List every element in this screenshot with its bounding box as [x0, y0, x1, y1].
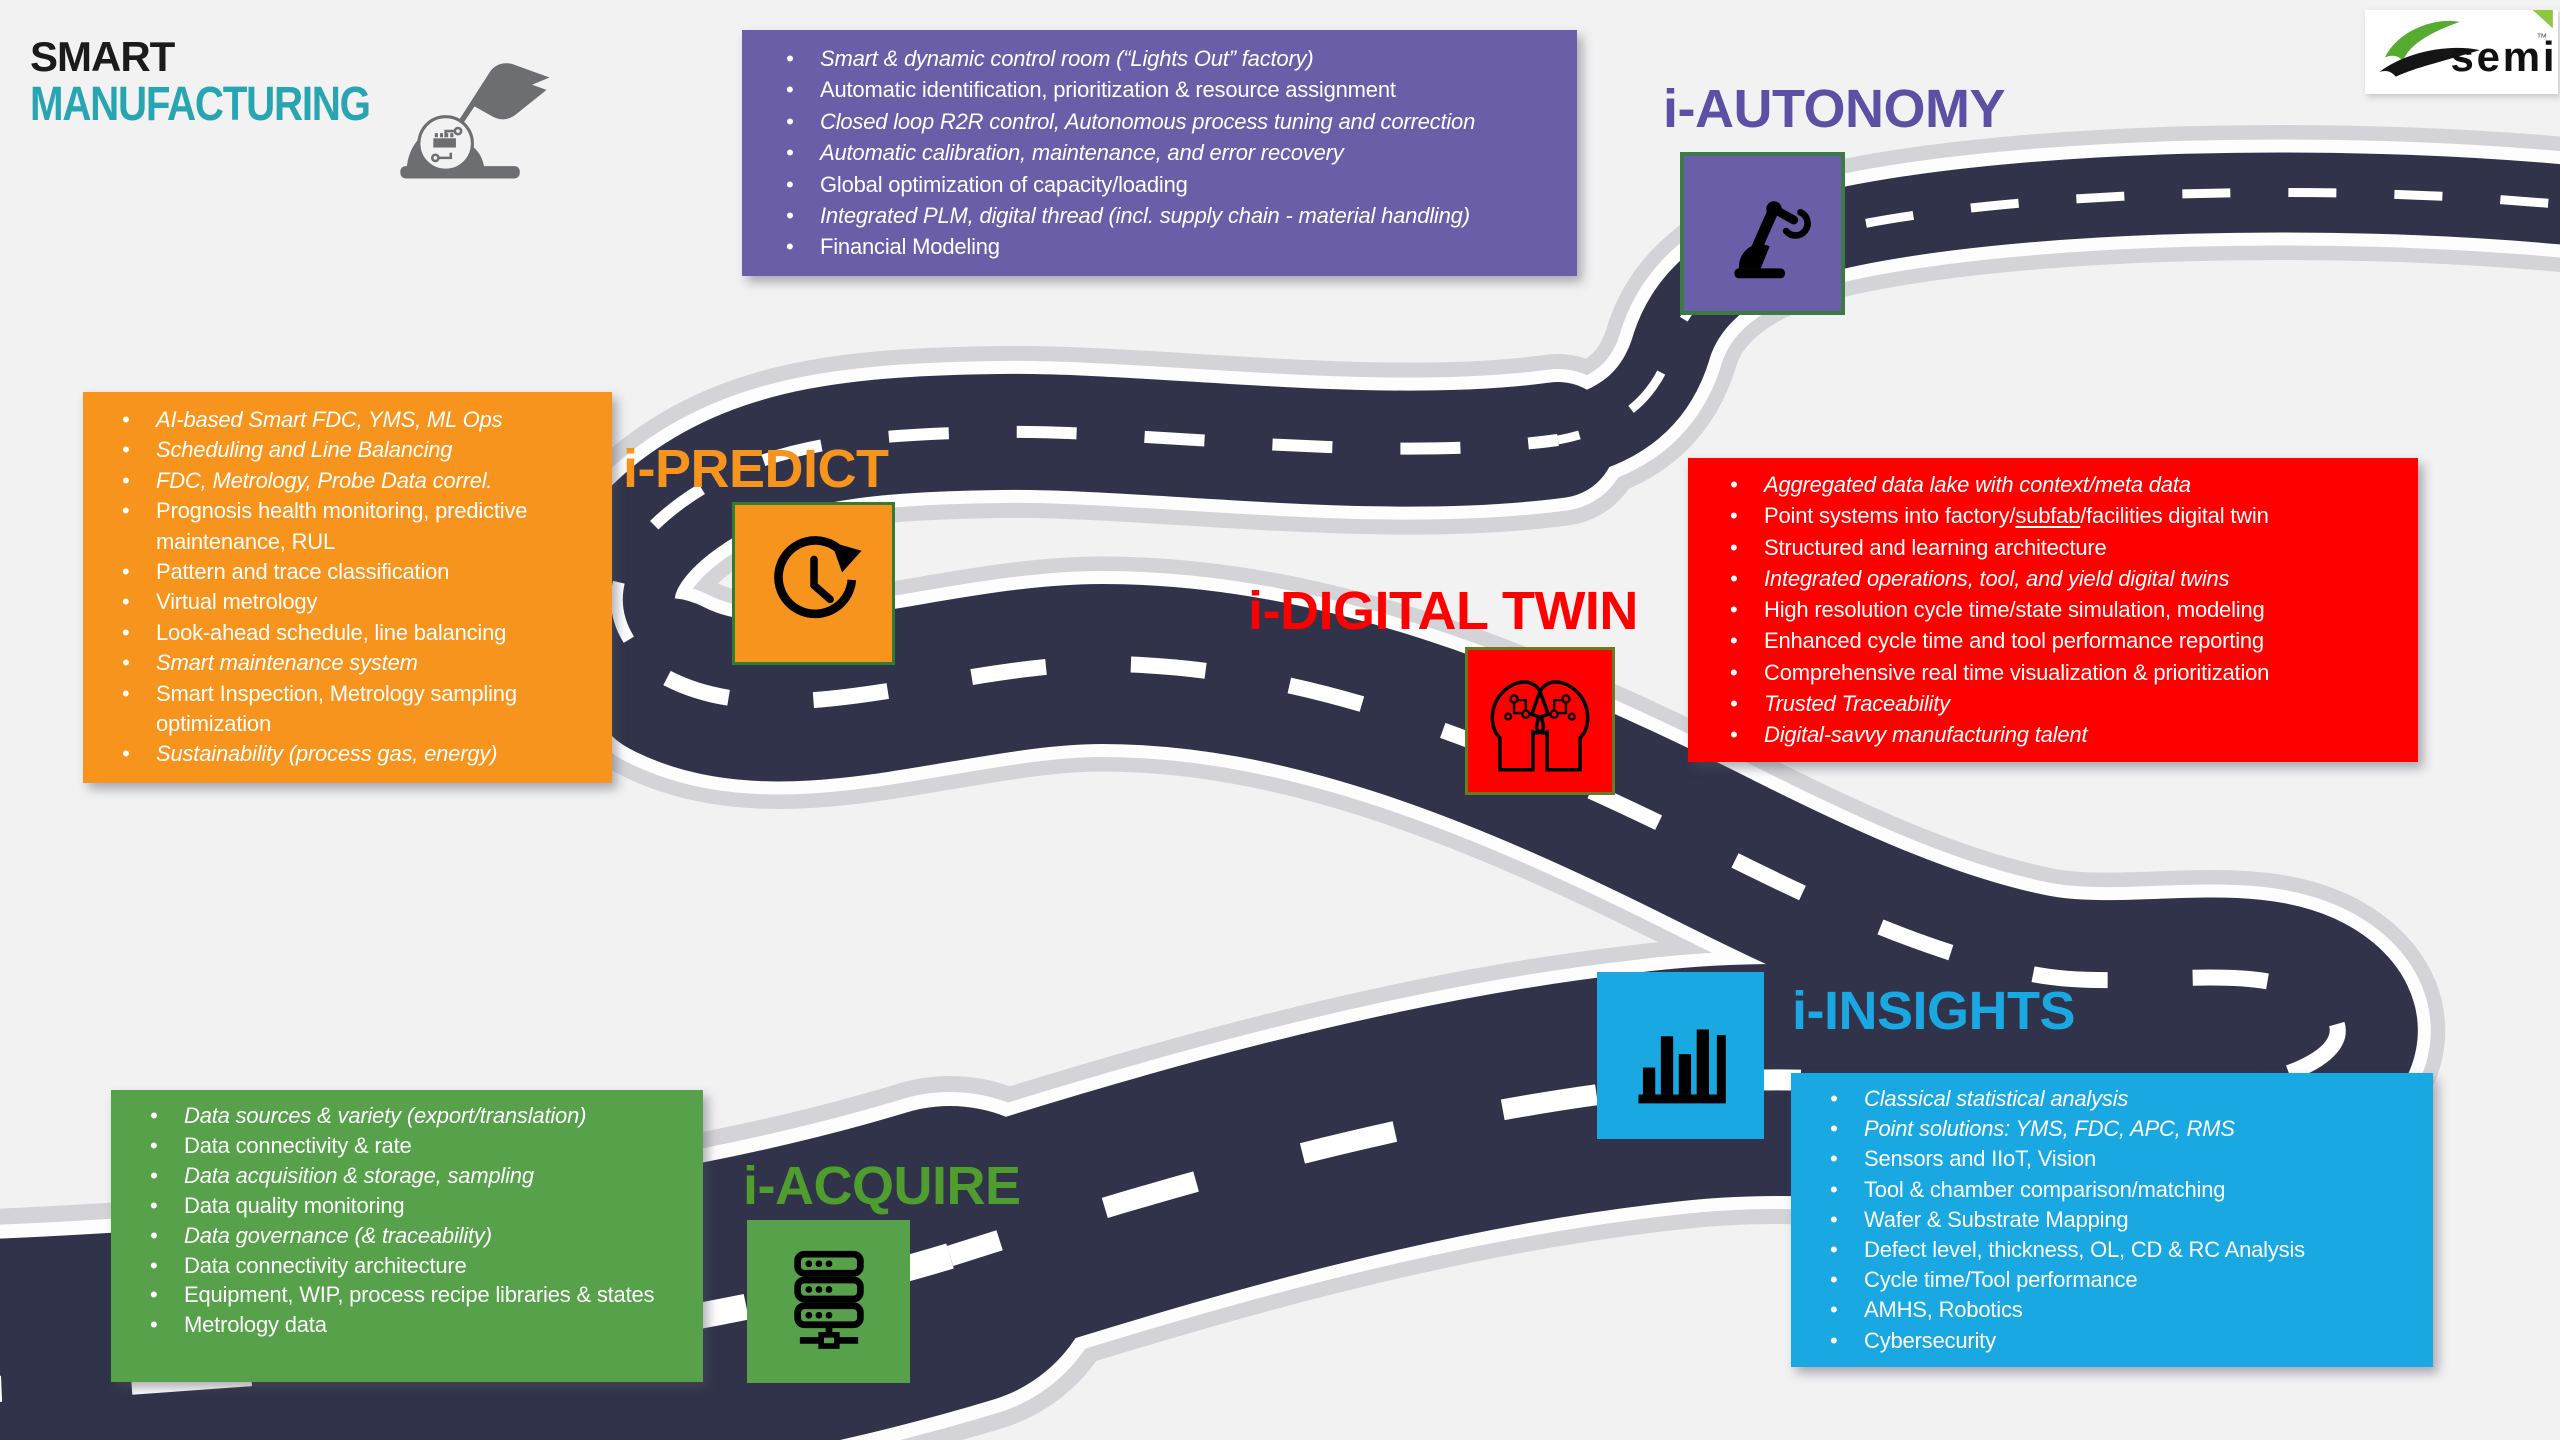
bullet-item: Closed loop R2R control, Autonomous proc…: [762, 106, 1557, 138]
bullet-item: Enhanced cycle time and tool performance…: [1706, 625, 2400, 657]
bullet-item: Sensors and IIoT, Vision: [1806, 1144, 2418, 1174]
bullet-item: Look-ahead schedule, line balancing: [98, 618, 597, 649]
bullet-item: Data sources & variety (export/translati…: [126, 1101, 688, 1131]
predict-panel: AI-based Smart FDC, YMS, ML Ops Scheduli…: [83, 392, 612, 783]
robot-arm-icon: [1708, 176, 1818, 291]
bullet-item: Point systems into factory/subfab/facili…: [1706, 500, 2400, 532]
bullet-item: Global optimization of capacity/loading: [762, 169, 1557, 201]
stage-label-acquire: i-ACQUIRE: [743, 1156, 1021, 1216]
bullet-item: Automatic identification, prioritization…: [762, 74, 1557, 106]
bullet-item: Structured and learning architecture: [1706, 532, 2400, 564]
bullet-item: Digital-savvy manufacturing talent: [1706, 719, 2400, 751]
stage-label-predict: i-PREDICT: [623, 439, 889, 499]
bullet-item: Integrated PLM, digital thread (incl. su…: [762, 200, 1557, 232]
acquire-panel: Data sources & variety (export/translati…: [111, 1090, 703, 1382]
bullet-item: Smart Inspection, Metrology sampling opt…: [98, 679, 597, 740]
bullet-item: Point solutions: YMS, FDC, APC, RMS: [1806, 1114, 2418, 1144]
insights-panel: Classical statistical analysis Point sol…: [1791, 1073, 2433, 1367]
stage-label-digital-twin: i-DIGITAL TWIN: [1248, 581, 1638, 641]
bullet-item: Classical statistical analysis: [1806, 1084, 2418, 1114]
bullet-item: Comprehensive real time visualization & …: [1706, 657, 2400, 689]
bullet-item: Data connectivity architecture: [126, 1251, 688, 1281]
autonomy-icon-tile: [1680, 152, 1845, 315]
smart-manufacturing-logo: SMART MANUFACTURING: [30, 34, 434, 130]
svg-text:™: ™: [2536, 32, 2547, 44]
bullet-item: Automatic calibration, maintenance, and …: [762, 137, 1557, 169]
autonomy-bullet-list: Smart & dynamic control room (“Lights Ou…: [742, 30, 1577, 276]
semi-logo: semi ™: [2365, 10, 2558, 94]
bullet-item: Metrology data: [126, 1310, 688, 1340]
bullet-item: Data acquisition & storage, sampling: [126, 1161, 688, 1191]
svg-text:semi: semi: [2451, 33, 2558, 80]
bullet-item: Prognosis health monitoring, predictive …: [98, 496, 597, 557]
bullet-item: Smart maintenance system: [98, 648, 597, 679]
acquire-bullet-list: Data sources & variety (export/translati…: [111, 1090, 703, 1351]
semi-corner-triangle: [2532, 10, 2553, 29]
bullet-item: Data quality monitoring: [126, 1191, 688, 1221]
server-stack-icon: [773, 1243, 885, 1360]
digital-twin-bullet-list: Aggregated data lake with context/meta d…: [1688, 458, 2418, 762]
bar-chart-icon: [1625, 997, 1737, 1114]
bullet-item: Sustainability (process gas, energy): [98, 739, 597, 770]
bullet-item: Aggregated data lake with context/meta d…: [1706, 469, 2400, 501]
underlined-word: subfab: [2015, 503, 2081, 529]
bullet-item: FDC, Metrology, Probe Data correl.: [98, 466, 597, 497]
bullet-item: High resolution cycle time/state simulat…: [1706, 594, 2400, 626]
bullet-item: Wafer & Substrate Mapping: [1806, 1205, 2418, 1235]
logo-line-smart: SMART: [30, 33, 175, 80]
bullet-item: Tool & chamber comparison/matching: [1806, 1175, 2418, 1205]
clock-rotate-icon: [760, 527, 868, 640]
autonomy-panel: Smart & dynamic control room (“Lights Ou…: [742, 30, 1577, 276]
digital-twin-panel: Aggregated data lake with context/meta d…: [1688, 458, 2418, 762]
bullet-item: Trusted Traceability: [1706, 688, 2400, 720]
bullet-item: Defect level, thickness, OL, CD & RC Ana…: [1806, 1235, 2418, 1265]
predict-bullet-list: AI-based Smart FDC, YMS, ML Ops Scheduli…: [83, 392, 612, 783]
bullet-item: AI-based Smart FDC, YMS, ML Ops: [98, 405, 597, 436]
bullet-item: AMHS, Robotics: [1806, 1295, 2418, 1325]
insights-bullet-list: Classical statistical analysis Point sol…: [1791, 1073, 2433, 1367]
stage-label-insights: i-INSIGHTS: [1792, 981, 2076, 1041]
bullet-item: Equipment, WIP, process recipe libraries…: [126, 1280, 688, 1310]
bullet-item: Smart & dynamic control room (“Lights Ou…: [762, 43, 1557, 75]
bullet-item: Integrated operations, tool, and yield d…: [1706, 563, 2400, 595]
bullet-item: Scheduling and Line Balancing: [98, 435, 597, 466]
bullet-item: Cycle time/Tool performance: [1806, 1265, 2418, 1295]
bullet-item: Pattern and trace classification: [98, 557, 597, 588]
insights-icon-tile: [1597, 972, 1764, 1139]
bullet-item: Data governance (& traceability): [126, 1221, 688, 1251]
twin-heads-icon: [1481, 660, 1599, 783]
predict-icon-tile: [732, 502, 895, 665]
digital-twin-icon-tile: [1465, 647, 1615, 795]
bullet-item: Cybersecurity: [1806, 1326, 2418, 1356]
stage-label-autonomy: i-AUTONOMY: [1663, 79, 2006, 139]
bullet-item: Data connectivity & rate: [126, 1131, 688, 1161]
bullet-item: Financial Modeling: [762, 231, 1557, 263]
bullet-item: Virtual metrology: [98, 587, 597, 618]
acquire-icon-tile: [747, 1220, 910, 1383]
logo-line-manufacturing: MANUFACTURING: [30, 78, 371, 131]
robot-arm-logo-icon: [388, 38, 563, 188]
